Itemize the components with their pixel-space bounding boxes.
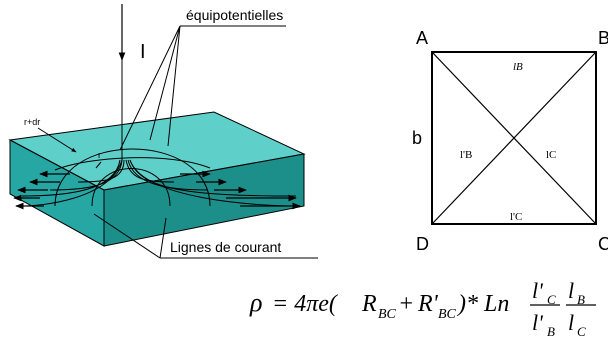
formula-r-prime-bc: R' xyxy=(417,291,439,317)
corner-b: B xyxy=(598,28,608,48)
r-dr-pointer xyxy=(37,127,77,153)
formula-plus: + xyxy=(398,291,414,317)
current-lines xyxy=(21,159,297,207)
formula-r-prime-bc-sub: BC xyxy=(438,307,457,322)
formula-eq: = 4πe( xyxy=(272,291,339,317)
formula-den1: l' xyxy=(532,310,543,335)
formula-times-ln: * Ln xyxy=(466,291,509,317)
lprime-c-label: l'C xyxy=(510,211,522,223)
corner-a: A xyxy=(416,28,428,48)
formula-r-bc-sub: BC xyxy=(378,307,397,322)
formula-num2: l xyxy=(568,278,574,303)
corner-d: D xyxy=(416,234,429,254)
equipotentials-label: équipotentielles xyxy=(186,7,283,23)
r-dr-label: r+dr xyxy=(24,117,40,127)
square-diagram: A B D C b lB l'B lC l'C xyxy=(412,28,608,254)
formula-den2: l xyxy=(568,310,574,335)
formula-num1-sub: C xyxy=(547,292,556,307)
current-label: I xyxy=(140,41,146,63)
equipotential-outer xyxy=(54,148,211,207)
formula-close: ) xyxy=(456,291,466,317)
side-b-label: b xyxy=(412,128,422,148)
r-label: r xyxy=(98,150,101,160)
formula-den2-sub: C xyxy=(577,324,586,339)
current-block-diagram: I équipotentielles r+dr r Lignes de cour… xyxy=(8,4,318,259)
formula-num2-sub: B xyxy=(577,292,585,307)
formula-rho: ρ xyxy=(249,288,262,317)
formula-num1: l' xyxy=(532,278,543,303)
current-lines-callout xyxy=(93,213,318,259)
current-arrows xyxy=(13,170,301,210)
corner-c: C xyxy=(598,234,608,254)
square-outline xyxy=(431,51,597,225)
resistivity-formula: ρ = 4πe( R BC + R' BC ) * Ln l' C l' B l… xyxy=(249,278,596,339)
r-pointer xyxy=(95,161,102,169)
equipotential-top-arc xyxy=(54,157,211,171)
lprime-b-label: l'B xyxy=(460,149,472,161)
equipotentials-callout xyxy=(119,25,286,151)
lb-label: lB xyxy=(513,61,523,73)
lc-label: lC xyxy=(546,149,556,161)
current-lines-label: Lignes de courant xyxy=(170,239,281,255)
formula-den1-sub: B xyxy=(547,324,555,339)
formula-r-bc: R xyxy=(361,291,377,317)
block-side-face xyxy=(103,153,305,247)
diagonal-bd xyxy=(431,51,597,225)
